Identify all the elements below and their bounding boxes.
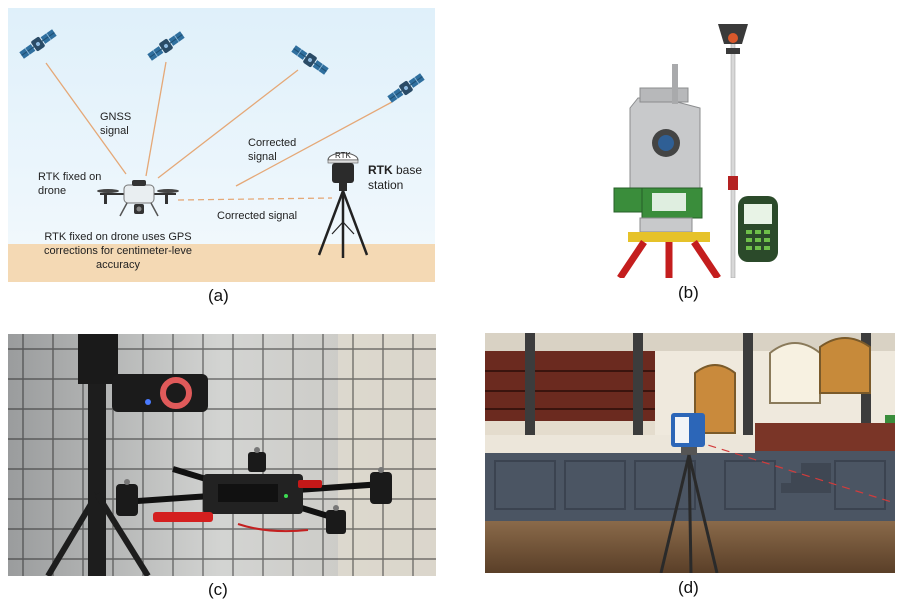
corrected-signal-upper-label: Corrected (248, 137, 296, 149)
caption-a: (a) (208, 286, 229, 305)
corrected-signal-upper-label-line2: signal (248, 151, 277, 163)
rtk-diagram-svg: GNSS signal Corrected signal RTK fixed o… (8, 8, 435, 282)
corrected-signal-dashed-line (177, 197, 333, 201)
gnss-signal-label-line2: signal (100, 125, 129, 137)
caption-d: (d) (678, 578, 699, 597)
sky-background (8, 8, 435, 282)
panel-a-rtk-diagram: GNSS signal Corrected signal RTK fixed o… (8, 8, 435, 282)
total-station-icon (613, 64, 721, 278)
rtk-fixed-drone-label-line2: drone (38, 185, 66, 197)
ground (8, 244, 435, 282)
caption-b: (b) (678, 283, 699, 302)
panel-b-total-station-photo (600, 8, 785, 278)
gnss-signal-label: GNSS (100, 111, 131, 123)
rtk-fixed-drone-label: RTK fixed on (38, 171, 101, 183)
rtk-base-station-label: RTK base (368, 163, 422, 177)
prism-pole-icon (718, 24, 748, 278)
drone-icon (97, 180, 179, 217)
bottom-caption-line2: corrections for centimeter-leve (44, 245, 192, 257)
rtk-base-station-label-line2: station (368, 178, 403, 192)
caption-c: (c) (208, 580, 228, 599)
quadcopter-icon (116, 447, 392, 534)
panel-c-drone-photo (8, 334, 436, 576)
motion-capture-camera-icon (45, 334, 208, 576)
handheld-controller-icon (738, 196, 778, 262)
panel-d-laser-scanner-photo (485, 333, 895, 573)
gnss-signal-lines (45, 61, 393, 187)
tripod-antenna-icon (317, 152, 369, 258)
corrected-signal-label: Corrected signal (217, 210, 297, 222)
bottom-caption-line3: accuracy (96, 259, 141, 271)
bottom-caption-line1: RTK fixed on drone uses GPS (44, 231, 191, 243)
laser-scanner-icon (659, 413, 719, 573)
rtk-badge-label: RTK (335, 151, 352, 160)
